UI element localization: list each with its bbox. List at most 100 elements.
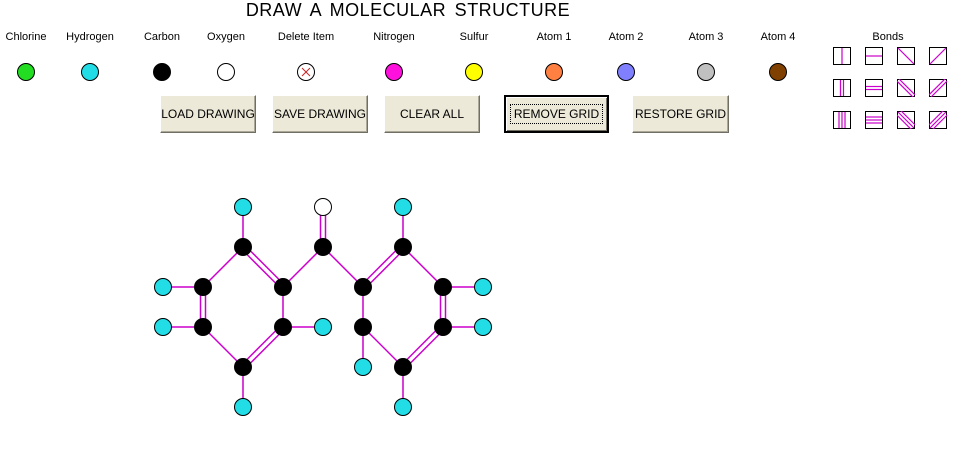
- palette-label: Oxygen: [207, 31, 245, 43]
- page-title: DRAW A MOLECULAR STRUCTURE: [245, 0, 571, 20]
- palette-label: Delete Item: [277, 31, 335, 43]
- palette-nitrogen[interactable]: Nitrogen: [354, 30, 434, 81]
- palette-sulfur[interactable]: Sulfur: [434, 30, 514, 81]
- atom-carbon[interactable]: [354, 278, 372, 296]
- bond-single-diagonal-down-button[interactable]: [897, 47, 915, 65]
- atom-swatch-nitrogen: [385, 63, 403, 81]
- triple-vertical-bond-icon: [833, 111, 851, 129]
- atom-hydrogen[interactable]: [154, 278, 172, 296]
- double-bond[interactable]: [246, 250, 280, 284]
- palette-label: Atom 2: [608, 31, 644, 43]
- atom-carbon[interactable]: [274, 278, 292, 296]
- single-vertical-bond-icon: [833, 47, 851, 65]
- single-bond[interactable]: [328, 252, 358, 282]
- atom-hydrogen[interactable]: [234, 198, 252, 216]
- palette-label: Chlorine: [5, 31, 47, 43]
- palette-label: Atom 4: [760, 31, 796, 43]
- single-diagonal-up-bond-icon: [929, 47, 947, 65]
- single-bond[interactable]: [208, 332, 238, 362]
- double-bond[interactable]: [246, 330, 280, 364]
- atom-swatch-chlorine: [17, 63, 35, 81]
- palette-hydrogen[interactable]: Hydrogen: [50, 30, 130, 81]
- bond-triple-diagonal-up-button[interactable]: [929, 111, 947, 129]
- double-bond[interactable]: [319, 215, 327, 239]
- atom-oxygen[interactable]: [314, 198, 332, 216]
- atom-hydrogen[interactable]: [234, 398, 252, 416]
- triple-horizontal-bond-icon: [865, 111, 883, 129]
- bond-single-diagonal-up-button[interactable]: [929, 47, 947, 65]
- bond-double-horizontal-button[interactable]: [865, 79, 883, 97]
- atom-carbon[interactable]: [234, 238, 252, 256]
- bond-single-horizontal-button[interactable]: [865, 47, 883, 65]
- palette-atom-3[interactable]: Atom 3: [666, 30, 746, 81]
- double-bond[interactable]: [199, 295, 207, 319]
- double-vertical-bond-icon: [833, 79, 851, 97]
- single-diagonal-down-bond-icon: [897, 47, 915, 65]
- triple-diagonal-down-bond-icon: [897, 111, 915, 129]
- palette-label: Hydrogen: [66, 31, 114, 43]
- palette-label: Nitrogen: [373, 31, 415, 43]
- palette-label: Carbon: [143, 31, 181, 43]
- atom-carbon[interactable]: [394, 238, 412, 256]
- triple-diagonal-up-bond-icon: [929, 111, 947, 129]
- double-bond[interactable]: [406, 330, 440, 364]
- atom-carbon[interactable]: [274, 318, 292, 336]
- atom-swatch-atom-3: [697, 63, 715, 81]
- atom-hydrogen[interactable]: [354, 358, 372, 376]
- atom-carbon[interactable]: [354, 318, 372, 336]
- atom-swatch-atom-1: [545, 63, 563, 81]
- remove-grid-button[interactable]: REMOVE GRID: [504, 95, 609, 133]
- palette-delete-item[interactable]: Delete Item: [266, 30, 346, 81]
- palette-atom-4[interactable]: Atom 4: [738, 30, 818, 81]
- atom-hydrogen[interactable]: [474, 318, 492, 336]
- bond-single-vertical-button[interactable]: [833, 47, 851, 65]
- single-bond[interactable]: [208, 252, 238, 282]
- single-bond[interactable]: [408, 252, 438, 282]
- atom-hydrogen[interactable]: [394, 398, 412, 416]
- single-bond[interactable]: [288, 252, 318, 282]
- atom-swatch-atom-2: [617, 63, 635, 81]
- palette-atom-1[interactable]: Atom 1: [514, 30, 594, 81]
- palette-chlorine[interactable]: Chlorine: [0, 30, 66, 81]
- palette-label: Atom 3: [688, 31, 724, 43]
- palette-carbon[interactable]: Carbon: [122, 30, 202, 81]
- bond-triple-diagonal-down-button[interactable]: [897, 111, 915, 129]
- single-bond[interactable]: [368, 332, 398, 362]
- double-diagonal-up-bond-icon: [929, 79, 947, 97]
- atom-carbon[interactable]: [434, 318, 452, 336]
- atom-carbon[interactable]: [234, 358, 252, 376]
- atom-swatch-sulfur: [465, 63, 483, 81]
- delete-x-icon: [297, 63, 315, 81]
- restore-grid-button[interactable]: RESTORE GRID: [632, 95, 729, 133]
- atom-carbon[interactable]: [194, 318, 212, 336]
- atom-swatch-oxygen: [217, 63, 235, 81]
- bond-double-diagonal-down-button[interactable]: [897, 79, 915, 97]
- palette-oxygen[interactable]: Oxygen: [186, 30, 266, 81]
- bond-double-diagonal-up-button[interactable]: [929, 79, 947, 97]
- atom-hydrogen[interactable]: [154, 318, 172, 336]
- remove-grid-label: REMOVE GRID: [509, 104, 604, 124]
- bonds-label: Bonds: [872, 31, 904, 43]
- atom-swatch-hydrogen: [81, 63, 99, 81]
- atom-carbon[interactable]: [434, 278, 452, 296]
- double-bond[interactable]: [366, 250, 400, 284]
- bond-double-vertical-button[interactable]: [833, 79, 851, 97]
- atom-carbon[interactable]: [314, 238, 332, 256]
- atom-swatch-carbon: [153, 63, 171, 81]
- atom-hydrogen[interactable]: [314, 318, 332, 336]
- atom-hydrogen[interactable]: [394, 198, 412, 216]
- double-bond[interactable]: [439, 295, 447, 319]
- double-horizontal-bond-icon: [865, 79, 883, 97]
- atom-hydrogen[interactable]: [474, 278, 492, 296]
- clear-all-button[interactable]: CLEAR ALL: [384, 95, 480, 133]
- palette-label: Atom 1: [536, 31, 572, 43]
- atom-carbon[interactable]: [394, 358, 412, 376]
- bond-triple-horizontal-button[interactable]: [865, 111, 883, 129]
- palette-atom-2[interactable]: Atom 2: [586, 30, 666, 81]
- load-drawing-button[interactable]: LOAD DRAWING: [160, 95, 256, 133]
- atom-carbon[interactable]: [194, 278, 212, 296]
- atom-swatch-atom-4: [769, 63, 787, 81]
- bond-triple-vertical-button[interactable]: [833, 111, 851, 129]
- save-drawing-button[interactable]: SAVE DRAWING: [272, 95, 368, 133]
